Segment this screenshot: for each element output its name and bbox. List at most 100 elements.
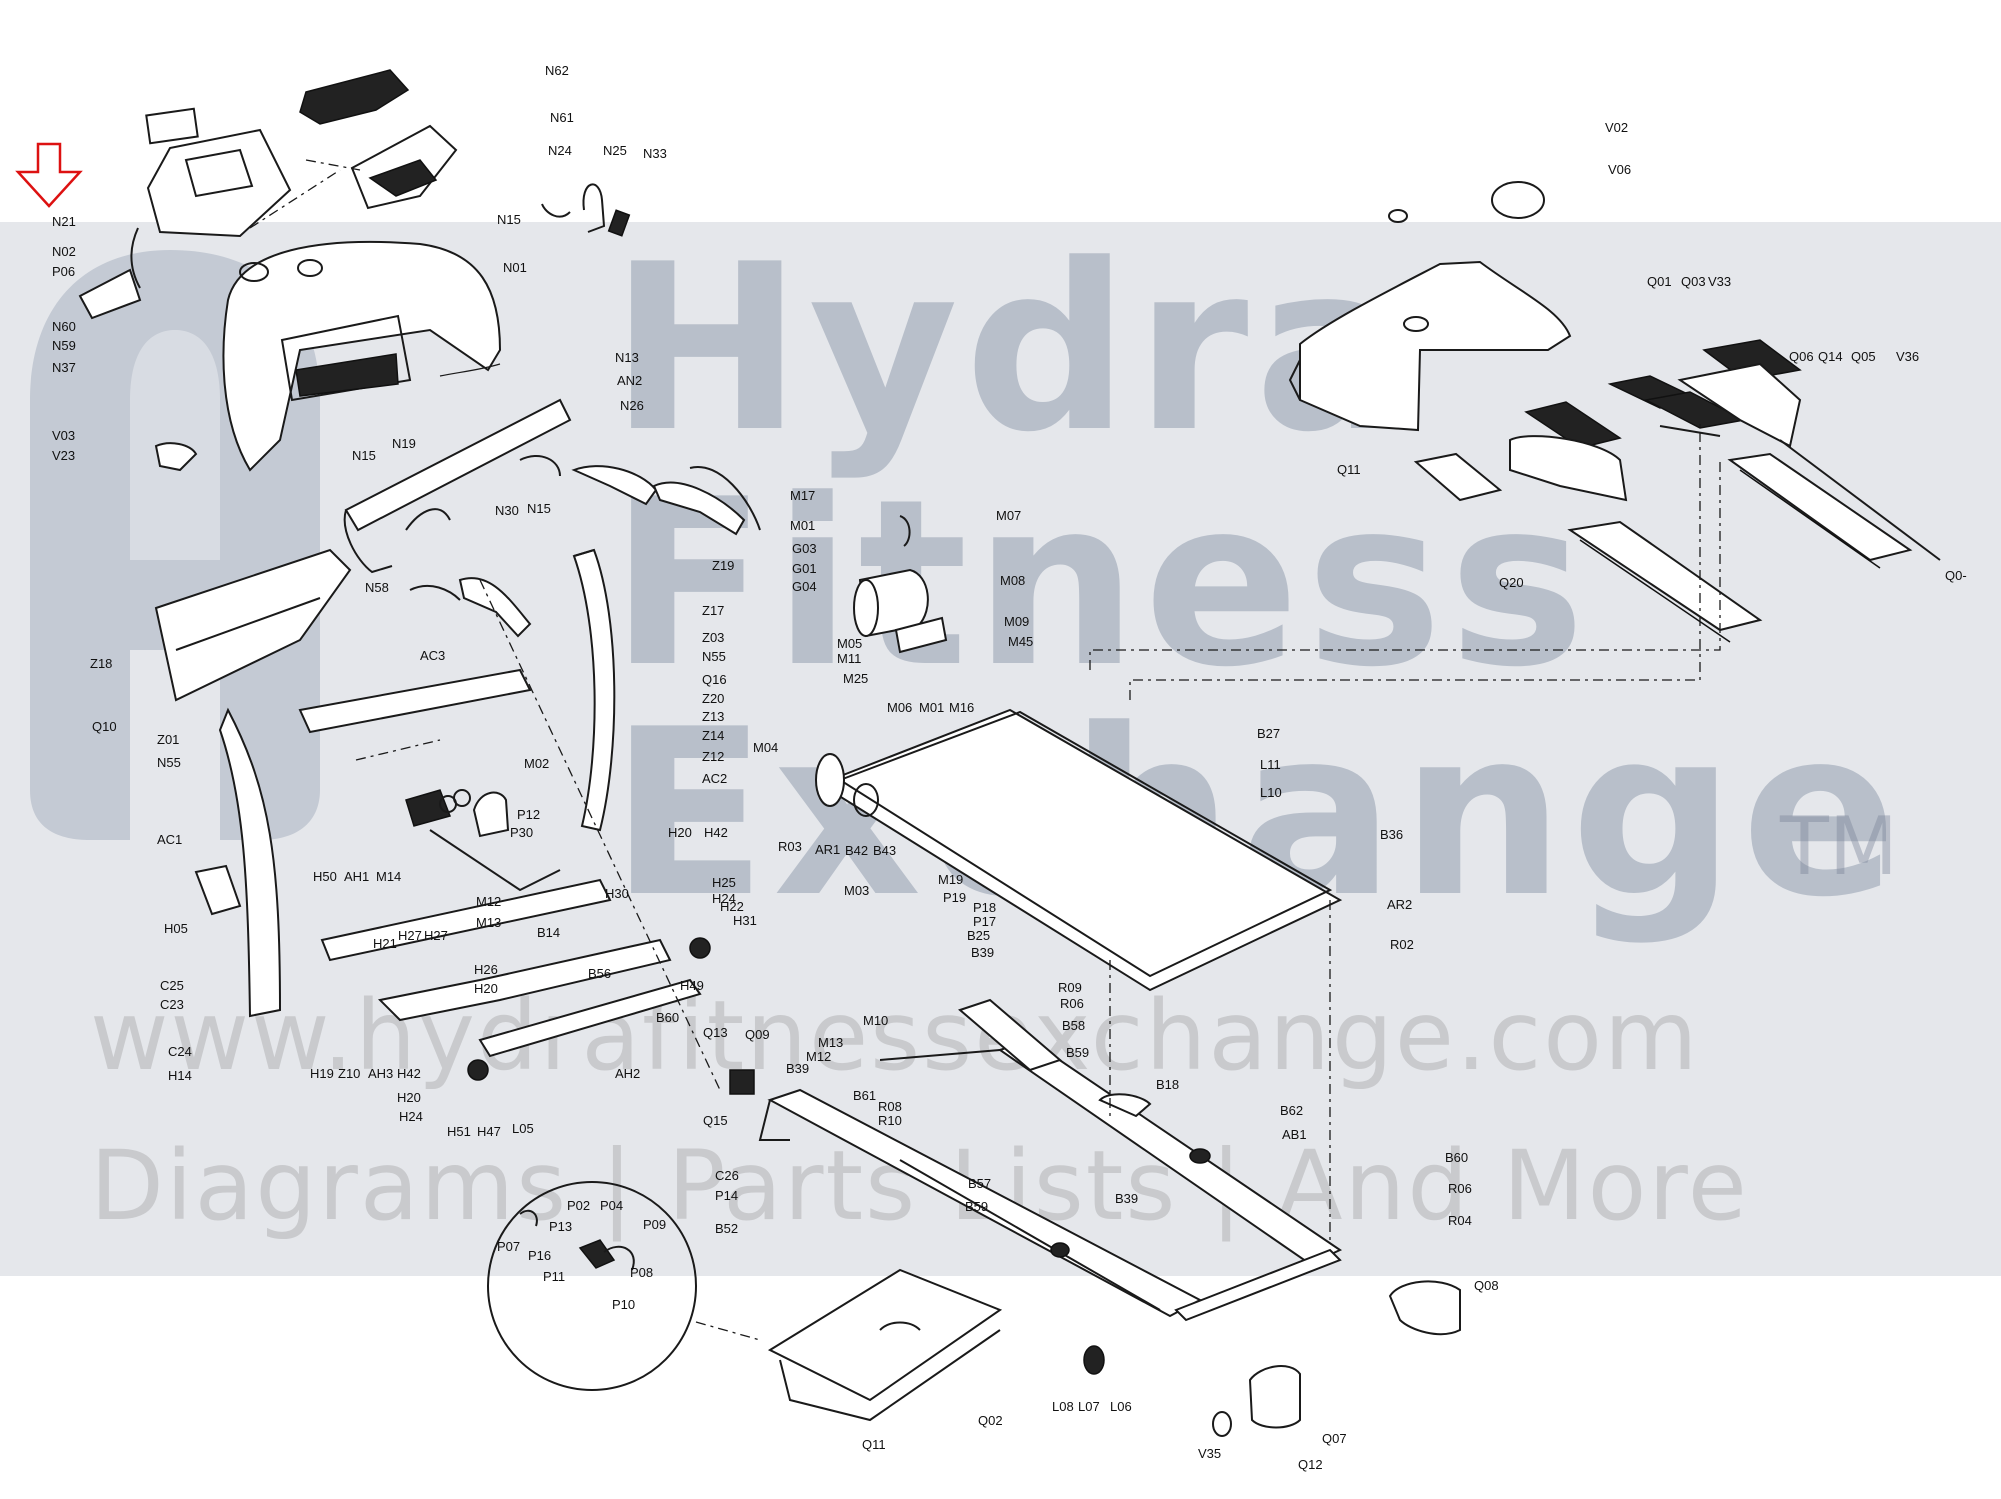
upright-ac1: [218, 707, 282, 1018]
part-label-m13: M13: [818, 1035, 843, 1050]
part-label-h14: H14: [168, 1068, 192, 1083]
part-label-m45: M45: [1008, 634, 1033, 649]
part-label-m10: M10: [863, 1013, 888, 1028]
part-label-h27: H27: [424, 928, 448, 943]
part-label-q13: Q13: [703, 1025, 728, 1040]
part-label-p09: P09: [643, 1217, 666, 1232]
part-label-g01: G01: [792, 561, 817, 576]
part-label-n61: N61: [550, 110, 574, 125]
part-label-q12: Q12: [1298, 1457, 1323, 1472]
wheel-l06: [1083, 1345, 1105, 1375]
part-label-h05: H05: [164, 921, 188, 936]
part-label-p11: P11: [543, 1269, 565, 1284]
part-label-h51: H51: [447, 1124, 471, 1139]
part-label-z13: Z13: [702, 709, 724, 724]
part-label-b60: B60: [1445, 1150, 1468, 1165]
part-label-b42: B42: [845, 843, 868, 858]
part-label-b59: B59: [965, 1199, 988, 1214]
part-label-h20: H20: [397, 1090, 421, 1105]
part-label-n55: N55: [157, 755, 181, 770]
part-label-ar1: AR1: [815, 842, 840, 857]
part-label-n01: N01: [503, 260, 527, 275]
part-label-h49: H49: [680, 978, 704, 993]
part-label-p07: P07: [497, 1239, 520, 1254]
part-label-v33: V33: [1708, 274, 1731, 289]
part-label-p08: P08: [630, 1265, 653, 1280]
part-label-h31: H31: [733, 913, 757, 928]
part-label-n60: N60: [52, 319, 76, 334]
highlight-arrow-icon: [15, 142, 83, 208]
part-label-n15: N15: [352, 448, 376, 463]
part-label-q01: Q01: [1647, 274, 1672, 289]
part-label-n13: N13: [615, 350, 639, 365]
part-label-n25: N25: [603, 143, 627, 158]
main-frame-ab1: [729, 998, 1343, 1322]
part-label-l05: L05: [512, 1121, 534, 1136]
running-deck-r02: [815, 708, 1343, 992]
part-label-an2: AN2: [617, 373, 642, 388]
part-v02: [1388, 209, 1408, 223]
watermark-trademark: TM: [1780, 800, 1898, 893]
part-label-h22: H22: [720, 899, 744, 914]
part-label-n55: N55: [702, 649, 726, 664]
part-label-h42: H42: [397, 1066, 421, 1081]
part-label-n15: N15: [497, 212, 521, 227]
part-label-q08: Q08: [1474, 1278, 1499, 1293]
part-label-p30: P30: [510, 825, 533, 840]
part-label-m09: M09: [1004, 614, 1029, 629]
part-label-r08: R08: [878, 1099, 902, 1114]
part-label-h27: H27: [398, 928, 422, 943]
part-label-h26: H26: [474, 962, 498, 977]
detail-circle-safety-key: [487, 1181, 761, 1391]
part-label-g03: G03: [792, 541, 817, 556]
part-label-p13: P13: [549, 1219, 572, 1234]
part-label-c25: C25: [160, 978, 184, 993]
motor-hood-q01: [1288, 260, 1572, 432]
part-label-r04: R04: [1448, 1213, 1472, 1228]
part-label-b36: B36: [1380, 827, 1403, 842]
part-label-b60: B60: [656, 1010, 679, 1025]
part-label-m04: M04: [753, 740, 778, 755]
part-label-m12: M12: [476, 894, 501, 909]
part-label-p14: P14: [715, 1188, 738, 1203]
part-label-h21: H21: [373, 936, 397, 951]
part-label-n26: N26: [620, 398, 644, 413]
part-label-p19: P19: [943, 890, 966, 905]
part-label-h19: H19: [310, 1066, 334, 1081]
part-label-v36: V36: [1896, 349, 1919, 364]
watermark-line-1: Hydra: [610, 216, 1416, 483]
part-label-b39: B39: [971, 945, 994, 960]
part-label-n24: N24: [548, 143, 572, 158]
bracket-p06: [78, 268, 142, 320]
part-label-z18: Z18: [90, 656, 112, 671]
overlay-n21: [145, 107, 199, 145]
part-label-ah2: AH2: [615, 1066, 640, 1081]
part-label-b57: B57: [968, 1176, 991, 1191]
part-label-n58: N58: [365, 580, 389, 595]
part-label-z19: Z19: [712, 558, 734, 573]
part-label-n59: N59: [52, 338, 76, 353]
console-assembly: [78, 69, 631, 472]
part-label-c24: C24: [168, 1044, 192, 1059]
part-label-q10: Q10: [92, 719, 117, 734]
part-label-r06: R06: [1448, 1181, 1472, 1196]
part-label-ac1: AC1: [157, 832, 182, 847]
drive-motor-m01: [853, 515, 948, 654]
part-label-q11: Q11: [862, 1437, 886, 1452]
part-label-z10: Z10: [338, 1066, 360, 1081]
part-label-m07: M07: [996, 508, 1021, 523]
part-label-p17: P17: [973, 914, 996, 929]
part-label-ah1: AH1: [344, 869, 369, 884]
part-label-r02: R02: [1390, 937, 1414, 952]
part-label-q05: Q05: [1851, 349, 1876, 364]
part-label-p02: P02: [567, 1198, 590, 1213]
part-label-p10: P10: [612, 1297, 635, 1312]
part-label-ab1: AB1: [1282, 1127, 1307, 1142]
endcap-q08: [1388, 1280, 1461, 1336]
part-label-q20: Q20: [1499, 575, 1524, 590]
part-label-m17: M17: [790, 488, 815, 503]
part-label-n33: N33: [643, 146, 667, 161]
part-label-m02: M02: [524, 756, 549, 771]
